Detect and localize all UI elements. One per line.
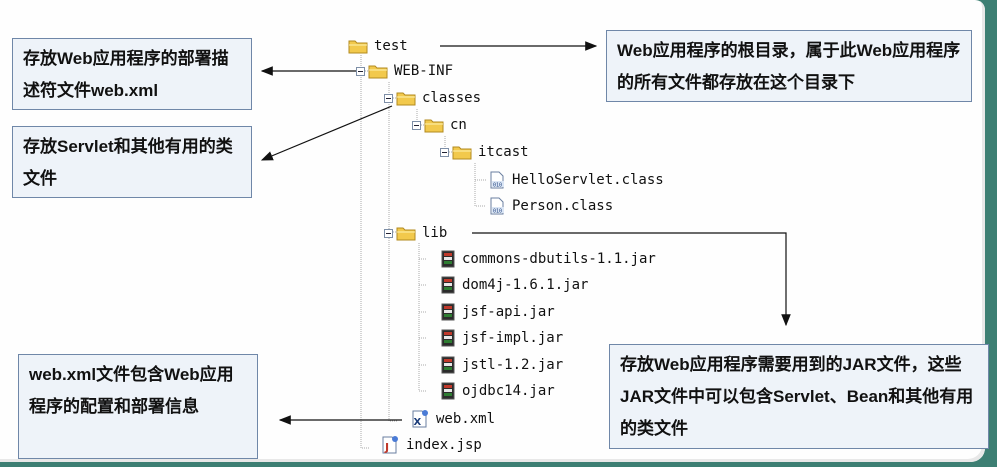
- tree-label-jar: ojdbc14.jar: [462, 383, 555, 399]
- class-file-icon: 010: [490, 171, 504, 189]
- tree-label-web-inf: WEB-INF: [394, 63, 454, 79]
- svg-text:J: J: [384, 441, 389, 454]
- collapse-toggle-icon[interactable]: [356, 66, 365, 76]
- callout-classes-description: 存放Servlet和其他有用的类文件: [12, 126, 252, 198]
- callout-root-description: Web应用程序的根目录，属于此Web应用程序的所有文件都存放在这个目录下: [606, 30, 972, 102]
- tree-node-jar[interactable]: commons-dbutils-1.1.jar: [440, 248, 656, 270]
- tree-label-lib: lib: [422, 225, 448, 241]
- jar-icon: [441, 276, 455, 294]
- connector-lines: [260, 41, 791, 449]
- jar-icon: [441, 329, 455, 347]
- jar-icon: [441, 303, 455, 321]
- collapse-toggle-icon[interactable]: [412, 120, 421, 130]
- tree-label-jar: jstl-1.2.jar: [462, 357, 564, 373]
- xml-file-icon: X: [412, 410, 428, 428]
- tree-node-jar[interactable]: ojdbc14.jar: [440, 380, 555, 402]
- class-file-icon: 010: [490, 197, 504, 215]
- tree-label-jar: dom4j-1.6.1.jar: [462, 277, 589, 293]
- tree-label-jar: commons-dbutils-1.1.jar: [462, 251, 656, 267]
- tree-label-person-class: Person.class: [512, 198, 614, 214]
- tree-label-jar: jsf-api.jar: [462, 304, 555, 320]
- jar-icon: [441, 356, 455, 374]
- tree-node-index-jsp[interactable]: J index.jsp: [380, 434, 482, 456]
- tree-node-person-class[interactable]: 010 Person.class: [488, 195, 613, 217]
- callout-lib-description: 存放Web应用程序需要用到的JAR文件，这些JAR文件中可以包含Servlet、…: [609, 344, 989, 449]
- folder-icon: [452, 146, 472, 160]
- folder-icon: [396, 227, 416, 241]
- folder-icon: [348, 40, 368, 54]
- tree-node-web-xml[interactable]: X web.xml: [410, 408, 495, 430]
- collapse-toggle-icon[interactable]: [384, 228, 393, 238]
- svg-text:010: 010: [493, 209, 502, 215]
- callout-webinf-description: 存放Web应用程序的部署描述符文件web.xml: [12, 38, 252, 110]
- tree-node-jar[interactable]: jsf-api.jar: [440, 301, 555, 323]
- tree-node-jar[interactable]: dom4j-1.6.1.jar: [440, 274, 588, 296]
- jar-icon: [441, 250, 455, 268]
- folder-icon: [368, 65, 388, 79]
- folder-icon: [424, 119, 444, 133]
- folder-icon: [396, 92, 416, 106]
- collapse-toggle-icon[interactable]: [440, 147, 449, 157]
- tree-node-cn[interactable]: cn: [412, 114, 467, 136]
- jar-icon: [441, 382, 455, 400]
- tree-label-index-jsp: index.jsp: [406, 437, 482, 453]
- svg-text:X: X: [414, 417, 422, 428]
- callout-webxml-description: web.xml文件包含Web应用程序的配置和部署信息: [18, 354, 258, 459]
- tree-node-jar[interactable]: jsf-impl.jar: [440, 327, 563, 349]
- tree-node-classes[interactable]: classes: [384, 87, 481, 109]
- svg-text:010: 010: [493, 183, 502, 189]
- jsp-file-icon: J: [382, 436, 398, 454]
- tree-label-classes: classes: [422, 90, 482, 106]
- tree-node-web-inf[interactable]: WEB-INF: [356, 60, 453, 82]
- tree-label-cn: cn: [450, 117, 467, 133]
- tree-label-web-xml: web.xml: [436, 411, 496, 427]
- tree-label-helloservlet-class: HelloServlet.class: [512, 172, 664, 188]
- tree-label-itcast: itcast: [478, 144, 529, 160]
- tree-node-helloservlet-class[interactable]: 010 HelloServlet.class: [488, 169, 664, 191]
- collapse-toggle-icon[interactable]: [384, 93, 393, 103]
- tree-node-itcast[interactable]: itcast: [440, 141, 529, 163]
- tree-node-lib[interactable]: lib: [384, 222, 447, 244]
- tree-label-test: test: [374, 38, 408, 54]
- tree-node-test[interactable]: test: [348, 35, 408, 57]
- tree-label-jar: jsf-impl.jar: [462, 330, 564, 346]
- tree-node-jar[interactable]: jstl-1.2.jar: [440, 354, 563, 376]
